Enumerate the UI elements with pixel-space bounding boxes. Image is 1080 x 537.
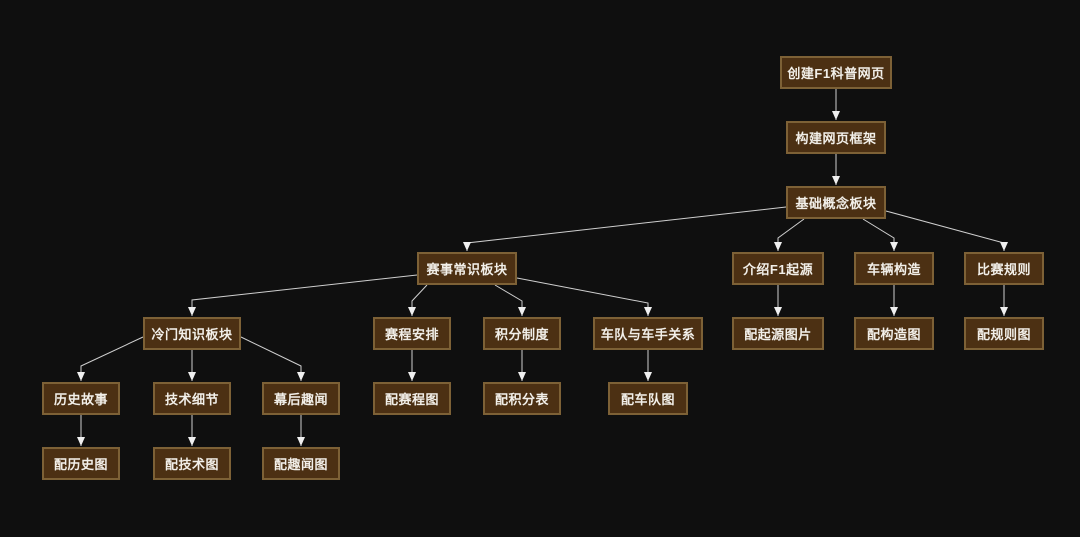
node-team-driver-relation-label: 车队与车手关系	[600, 327, 696, 342]
edge-niche-to-history	[77, 336, 144, 381]
node-rules-image-label: 配规则图	[976, 327, 1031, 342]
edge-race-knowledge-to-schedule	[408, 284, 428, 316]
node-create-f1-webpage[interactable]: 创建F1科普网页	[780, 56, 892, 89]
edge-niche-to-behind-scenes	[240, 336, 305, 381]
node-history-stories[interactable]: 历史故事	[42, 382, 120, 415]
node-car-structure-label: 车辆构造	[866, 262, 921, 277]
node-intro-f1-origin[interactable]: 介绍F1起源	[732, 252, 824, 285]
node-history-stories-label: 历史故事	[53, 392, 108, 407]
node-history-image-label: 配历史图	[53, 457, 108, 472]
node-structure-image-label: 配构造图	[866, 327, 921, 342]
node-niche-knowledge[interactable]: 冷门知识板块	[143, 317, 241, 350]
node-points-system[interactable]: 积分制度	[483, 317, 561, 350]
node-points-table[interactable]: 配积分表	[483, 382, 561, 415]
node-race-rules-label: 比赛规则	[976, 262, 1031, 277]
node-origin-image[interactable]: 配起源图片	[732, 317, 824, 350]
node-structure-image[interactable]: 配构造图	[854, 317, 934, 350]
node-basic-concepts[interactable]: 基础概念板块	[786, 186, 886, 219]
edge-race-knowledge-to-points	[494, 284, 526, 316]
node-anecdote-image[interactable]: 配趣闻图	[262, 447, 340, 480]
node-car-structure[interactable]: 车辆构造	[854, 252, 934, 285]
node-schedule-arrangement-label: 赛程安排	[384, 327, 439, 342]
node-origin-image-label: 配起源图片	[744, 327, 812, 342]
node-race-common-knowledge[interactable]: 赛事常识板块	[417, 252, 517, 285]
edge-basic-to-f1-origin	[774, 218, 805, 251]
node-behind-scenes-label: 幕后趣闻	[273, 392, 328, 407]
node-team-driver-relation[interactable]: 车队与车手关系	[593, 317, 703, 350]
node-points-system-label: 积分制度	[494, 327, 549, 342]
node-race-common-knowledge-label: 赛事常识板块	[426, 262, 508, 277]
node-behind-scenes[interactable]: 幕后趣闻	[262, 382, 340, 415]
node-anecdote-image-label: 配趣闻图	[273, 457, 328, 472]
node-build-webpage-frame[interactable]: 构建网页框架	[786, 121, 886, 154]
edge-basic-to-race-rules	[885, 210, 1008, 251]
node-tech-image-label: 配技术图	[164, 457, 219, 472]
node-build-webpage-frame-label: 构建网页框架	[795, 131, 877, 146]
node-team-image[interactable]: 配车队图	[608, 382, 688, 415]
node-basic-concepts-label: 基础概念板块	[795, 196, 877, 211]
node-niche-knowledge-label: 冷门知识板块	[151, 327, 233, 342]
node-schedule-image[interactable]: 配赛程图	[373, 382, 451, 415]
node-team-image-label: 配车队图	[620, 392, 675, 407]
node-points-table-label: 配积分表	[494, 392, 549, 407]
edge-race-knowledge-to-niche	[188, 274, 418, 316]
node-rules-image[interactable]: 配规则图	[964, 317, 1044, 350]
node-schedule-arrangement[interactable]: 赛程安排	[373, 317, 451, 350]
edge-basic-to-car-structure	[862, 218, 898, 251]
node-race-rules[interactable]: 比赛规则	[964, 252, 1044, 285]
node-schedule-image-label: 配赛程图	[384, 392, 439, 407]
node-tech-image[interactable]: 配技术图	[153, 447, 231, 480]
edge-basic-to-race-knowledge	[463, 206, 787, 251]
node-create-f1-webpage-label: 创建F1科普网页	[787, 66, 885, 81]
node-tech-details-label: 技术细节	[164, 392, 219, 407]
node-tech-details[interactable]: 技术细节	[153, 382, 231, 415]
node-intro-f1-origin-label: 介绍F1起源	[742, 262, 814, 277]
edge-race-knowledge-to-team-driver	[516, 277, 652, 316]
node-history-image[interactable]: 配历史图	[42, 447, 120, 480]
